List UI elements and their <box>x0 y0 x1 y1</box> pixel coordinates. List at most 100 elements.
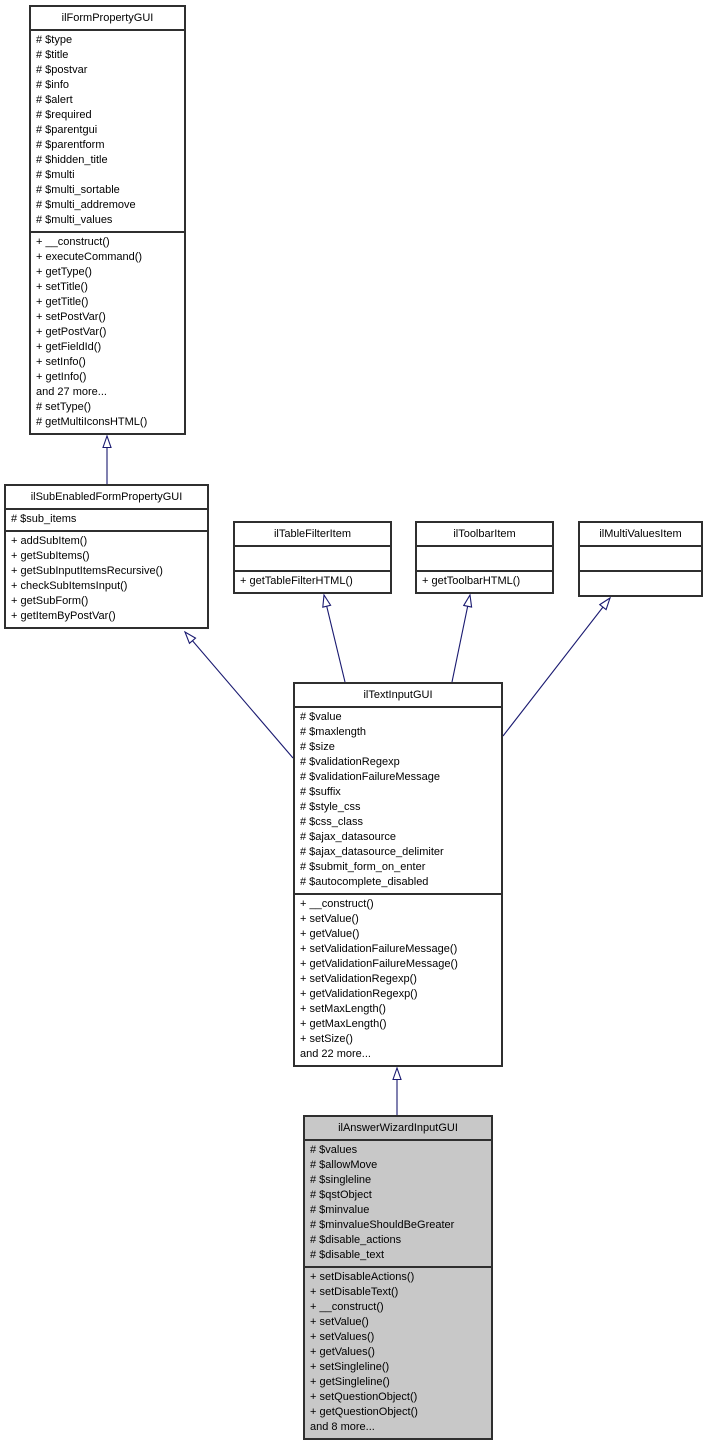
attribute-line: # $minvalue <box>310 1204 370 1216</box>
attribute-line: # $maxlength <box>300 726 367 738</box>
attribute-line: # $ajax_datasource <box>300 831 397 843</box>
class-title: ilSubEnabledFormPropertyGUI <box>30 491 183 503</box>
methods-section: + getToolbarHTML() <box>417 570 552 592</box>
method-line: # getMultiIconsHTML() <box>36 416 148 428</box>
method-line: + getTitle() <box>36 296 89 308</box>
attribute-line: # $qstObject <box>310 1189 372 1201</box>
method-line: + getValidationFailureMessage() <box>300 958 458 970</box>
class-title: ilAnswerWizardInputGUI <box>338 1122 458 1134</box>
method-line: + getItemByPostVar() <box>11 610 116 622</box>
class-box-ilFormPropertyGUI[interactable]: ilFormPropertyGUI # $type # $title # $po… <box>29 5 186 435</box>
attribute-line: # $disable_text <box>310 1249 384 1261</box>
method-line: + getToolbarHTML() <box>422 575 521 587</box>
attribute-line: # $autocomplete_disabled <box>300 876 429 888</box>
method-line: + __construct() <box>36 236 110 248</box>
method-line: + getTableFilterHTML() <box>240 575 353 587</box>
attribute-line: # $title <box>36 49 69 61</box>
attribute-line: # $suffix <box>300 786 341 798</box>
attribute-line: # $validationRegexp <box>300 756 400 768</box>
method-line: + __construct() <box>300 898 374 910</box>
method-line: + getInfo() <box>36 371 87 383</box>
methods-section <box>580 570 701 595</box>
method-line: + executeCommand() <box>36 251 143 263</box>
class-box-ilSubEnabledFormPropertyGUI[interactable]: ilSubEnabledFormPropertyGUI # $sub_items… <box>4 484 209 629</box>
class-box-ilAnswerWizardInputGUI: ilAnswerWizardInputGUI # $values # $allo… <box>303 1115 493 1440</box>
class-title: ilToolbarItem <box>453 528 516 540</box>
class-box-ilToolbarItem[interactable]: ilToolbarItem + getToolbarHTML() <box>415 521 554 594</box>
attribute-line: # $type <box>36 34 73 46</box>
attribute-line: # $validationFailureMessage <box>300 771 441 783</box>
attributes-section: # $type # $title # $postvar # $info # $a… <box>31 29 184 231</box>
attribute-line: # $hidden_title <box>36 154 108 166</box>
arrow-ilTextInputGUI-to-ilToolbarItem <box>451 593 473 683</box>
method-line: + addSubItem() <box>11 535 88 547</box>
attribute-line: # $style_css <box>300 801 361 813</box>
arrow-ilTextInputGUI-to-ilSubEnabledFormPropertyGUI <box>183 630 294 759</box>
class-box-ilTableFilterItem[interactable]: ilTableFilterItem + getTableFilterHTML() <box>233 521 392 594</box>
method-line: + getValue() <box>300 928 360 940</box>
attribute-line: # $multi_addremove <box>36 199 136 211</box>
method-line: + getType() <box>36 266 92 278</box>
method-line: + setDisableText() <box>310 1286 399 1298</box>
method-line: + setSize() <box>300 1033 353 1045</box>
method-line: + setMaxLength() <box>300 1003 386 1015</box>
method-line: + getPostVar() <box>36 326 107 338</box>
method-line: + setValue() <box>310 1316 369 1328</box>
methods-section: + setDisableActions() + setDisableText()… <box>305 1266 491 1438</box>
method-line: # setType() <box>36 401 92 413</box>
methods-section: + __construct() + setValue() + getValue(… <box>295 893 501 1065</box>
method-line: + setValue() <box>300 913 359 925</box>
method-line: + getSubItems() <box>11 550 90 562</box>
attribute-line: # $minvalueShouldBeGreater <box>310 1219 455 1231</box>
attribute-line: # $ajax_datasource_delimiter <box>300 846 444 858</box>
attributes-section: # $values # $allowMove # $singleline # $… <box>305 1139 491 1266</box>
methods-section: + __construct() + executeCommand() + get… <box>31 231 184 433</box>
class-title: ilTextInputGUI <box>363 689 433 701</box>
class-title: ilMultiValuesItem <box>599 528 682 540</box>
attribute-line: # $singleline <box>310 1174 372 1186</box>
attribute-line: # $multi <box>36 169 75 181</box>
method-line: + getQuestionObject() <box>310 1406 418 1418</box>
attribute-line: # $sub_items <box>11 513 77 525</box>
attribute-line: # $allowMove <box>310 1159 378 1171</box>
attributes-section <box>580 545 701 570</box>
method-line: + setQuestionObject() <box>310 1391 418 1403</box>
method-line: + checkSubItemsInput() <box>11 580 128 592</box>
method-line: + setTitle() <box>36 281 88 293</box>
method-line: and 22 more... <box>300 1048 371 1060</box>
attribute-line: # $size <box>300 741 335 753</box>
attribute-line: # $parentform <box>36 139 105 151</box>
attribute-line: # $values <box>310 1144 358 1156</box>
attributes-section <box>235 545 390 570</box>
attributes-section: # $value # $maxlength # $size # $validat… <box>295 706 501 893</box>
attributes-section <box>417 545 552 570</box>
class-title: ilTableFilterItem <box>273 528 352 540</box>
method-line: + setPostVar() <box>36 311 106 323</box>
arrow-ilTextInputGUI-to-ilTableFilterItem <box>322 593 346 683</box>
method-line: + setInfo() <box>36 356 86 368</box>
method-line: + setSingleline() <box>310 1361 390 1373</box>
attribute-line: # $css_class <box>300 816 363 828</box>
method-line: + setDisableActions() <box>310 1271 415 1283</box>
attribute-line: # $info <box>36 79 70 91</box>
class-box-ilTextInputGUI[interactable]: ilTextInputGUI # $value # $maxlength # $… <box>293 682 503 1067</box>
class-box-ilMultiValuesItem[interactable]: ilMultiValuesItem <box>578 521 703 597</box>
method-line: + getSubInputItemsRecursive() <box>11 565 163 577</box>
method-line: + setValues() <box>310 1331 375 1343</box>
method-line: and 8 more... <box>310 1421 375 1433</box>
attribute-line: # $postvar <box>36 64 88 76</box>
method-line: + setValidationRegexp() <box>300 973 417 985</box>
methods-section: + getTableFilterHTML() <box>235 570 390 592</box>
method-line: + getMaxLength() <box>300 1018 387 1030</box>
attribute-line: # $parentgui <box>36 124 98 136</box>
attribute-line: # $value <box>300 711 342 723</box>
method-line: + getValidationRegexp() <box>300 988 418 1000</box>
method-line: and 27 more... <box>36 386 107 398</box>
attributes-section: # $sub_items <box>6 508 207 530</box>
attribute-line: # $multi_values <box>36 214 113 226</box>
method-line: + setValidationFailureMessage() <box>300 943 458 955</box>
method-line: + getFieldId() <box>36 341 102 353</box>
attribute-line: # $alert <box>36 94 73 106</box>
method-line: + getValues() <box>310 1346 375 1358</box>
